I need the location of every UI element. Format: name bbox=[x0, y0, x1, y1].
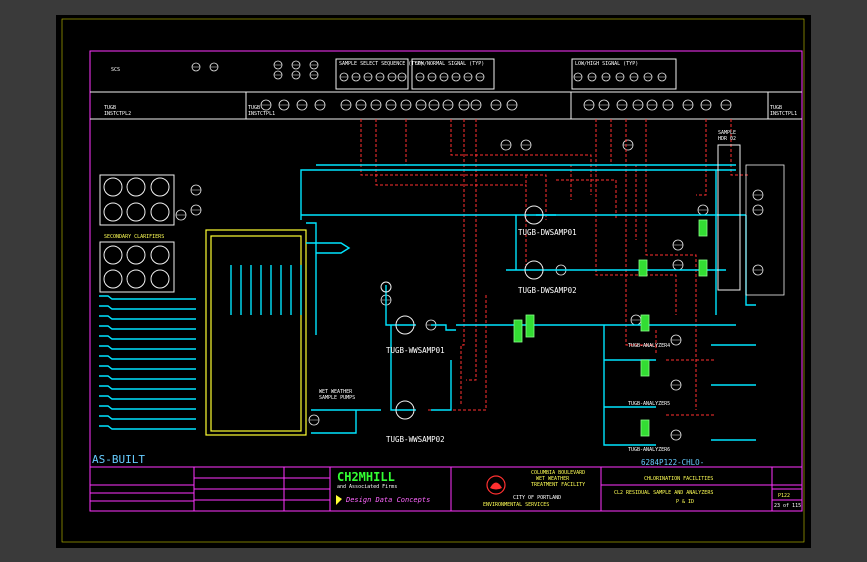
feed-line bbox=[99, 355, 196, 360]
equipment-tag-wwsamp01: TUGB-WWSAMP01 bbox=[386, 346, 445, 355]
group-label-3: LOW/HIGH SIGNAL (TYP) bbox=[575, 61, 638, 67]
title-line-3: P & ID bbox=[676, 499, 694, 505]
group-label-2: LOW/NORMAL SIGNAL (TYP) bbox=[415, 61, 484, 67]
sheet-trim bbox=[61, 18, 805, 543]
group-box-2 bbox=[411, 58, 495, 90]
feed-line bbox=[99, 305, 196, 310]
feed-line bbox=[99, 365, 196, 370]
sample-pit-inner bbox=[210, 235, 302, 432]
green-devices bbox=[513, 219, 708, 437]
feed-line bbox=[99, 325, 196, 330]
signal-lines bbox=[360, 119, 748, 416]
equipment-tag-analyzer4: TUGB-ANALYZER4 bbox=[628, 343, 670, 349]
feed-line bbox=[99, 315, 196, 320]
equipment-tag-analyzer6: TUGB-ANALYZER6 bbox=[628, 447, 670, 453]
client-line-2: WET WEATHER bbox=[536, 476, 570, 482]
process-piping bbox=[300, 164, 756, 446]
drawing-number: 6284P122-CHLO- bbox=[641, 458, 704, 467]
group-label-1: SAMPLE SELECT SEQUENCE (TYP) bbox=[339, 61, 423, 67]
scs-label: SCS bbox=[111, 67, 120, 73]
analyzer-rack bbox=[745, 164, 785, 296]
drawing-border bbox=[89, 50, 803, 512]
design-data-icon bbox=[336, 495, 342, 505]
title-block bbox=[90, 466, 802, 511]
feed-line bbox=[99, 345, 196, 350]
sample-pit-outer bbox=[205, 229, 307, 436]
pumps bbox=[380, 205, 544, 420]
instrument-bubbles bbox=[175, 60, 764, 441]
sheet-code: P122 bbox=[778, 493, 790, 499]
as-built-label: AS-BUILT bbox=[92, 453, 145, 466]
feed-line bbox=[99, 425, 196, 430]
title-line-1: CHLORINATION FACILITIES bbox=[644, 476, 713, 482]
feed-line bbox=[99, 395, 196, 400]
feed-line bbox=[99, 385, 196, 390]
group-box-1 bbox=[335, 58, 409, 90]
city-logo-icon bbox=[486, 475, 506, 495]
equipment-tag-dwsamp02: TUGB-DWSAMP02 bbox=[518, 286, 577, 295]
clarifiers-label: SECONDARY CLARIFIERS bbox=[104, 234, 164, 240]
equipment-tag-analyzer5: TUGB-ANALYZER5 bbox=[628, 401, 670, 407]
feed-line bbox=[99, 415, 196, 420]
client-line-1: COLUMBIA BOULEVARD bbox=[531, 470, 585, 476]
title-line-2: CL2 RESIDUAL SAMPLE AND ANALYZERS bbox=[614, 490, 713, 496]
feed-line bbox=[99, 335, 196, 340]
group-box-3 bbox=[571, 58, 677, 90]
client-line-3: TREATMENT FACILITY bbox=[531, 482, 585, 488]
sheet-number: 23 of 115 bbox=[774, 503, 801, 509]
sample-header-body bbox=[717, 144, 741, 291]
feed-line bbox=[99, 295, 196, 300]
firm-subtitle: and Associated Firms bbox=[337, 484, 397, 490]
firm-name: CH2MHILL bbox=[337, 470, 395, 484]
clarifier-tanks bbox=[99, 174, 175, 293]
feed-line bbox=[99, 375, 196, 380]
bureau-name: ENVIRONMENTAL SERVICES bbox=[483, 502, 549, 508]
city-name: CITY OF PORTLAND bbox=[513, 495, 561, 501]
feed-line bbox=[99, 405, 196, 410]
equipment-tag-dwsamp01: TUGB-DWSAMP01 bbox=[518, 228, 577, 237]
equipment-tag-wwsamp02: TUGB-WWSAMP02 bbox=[386, 435, 445, 444]
sample-feed-lines bbox=[99, 265, 302, 430]
design-data-label: Design Data Concepts bbox=[345, 496, 430, 504]
